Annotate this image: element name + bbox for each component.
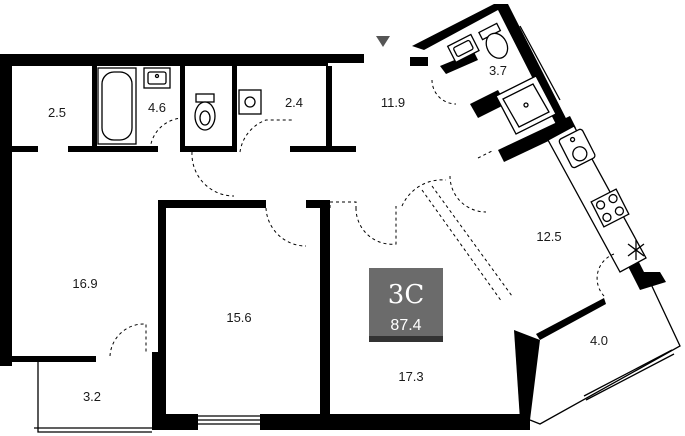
sink-icon — [143, 67, 171, 89]
kitchen-sink-icon — [558, 128, 596, 169]
room-area-kitchen: 12.5 — [536, 229, 561, 244]
vent-icon — [627, 240, 645, 260]
fixtures — [97, 22, 645, 260]
entrance-arrow-icon — [376, 36, 390, 47]
toilet-icon — [194, 93, 216, 131]
apartment-badge: 3С 87.4 — [369, 268, 443, 342]
room-area-bathroom-2: 3.7 — [489, 63, 507, 78]
walls — [0, 4, 666, 430]
apartment-type: 3С — [388, 280, 424, 310]
toilet-icon — [478, 22, 509, 59]
room-labels: 2.5 4.6 2.4 11.9 3.7 16.9 15.6 17.3 12.5… — [48, 63, 608, 404]
room-area-balcony-right: 4.0 — [590, 333, 608, 348]
shower-icon — [495, 75, 557, 135]
room-area-corridor: 11.9 — [381, 95, 405, 110]
sink-icon — [446, 33, 480, 64]
room-area-living-room: 17.3 — [398, 369, 423, 384]
room-area-bathroom: 4.6 — [148, 100, 166, 115]
doors — [109, 79, 615, 357]
apartment-total-area: 87.4 — [390, 317, 421, 334]
stove-icon — [590, 188, 630, 228]
bathtub-icon — [97, 67, 137, 145]
washer-icon — [238, 89, 262, 115]
room-area-hall-left: 2.5 — [48, 105, 66, 120]
room-area-bedroom-middle: 15.6 — [226, 310, 251, 325]
room-area-toilet: 2.4 — [285, 95, 303, 110]
room-area-balcony-left: 3.2 — [83, 389, 101, 404]
room-area-bedroom-left: 16.9 — [72, 276, 97, 291]
